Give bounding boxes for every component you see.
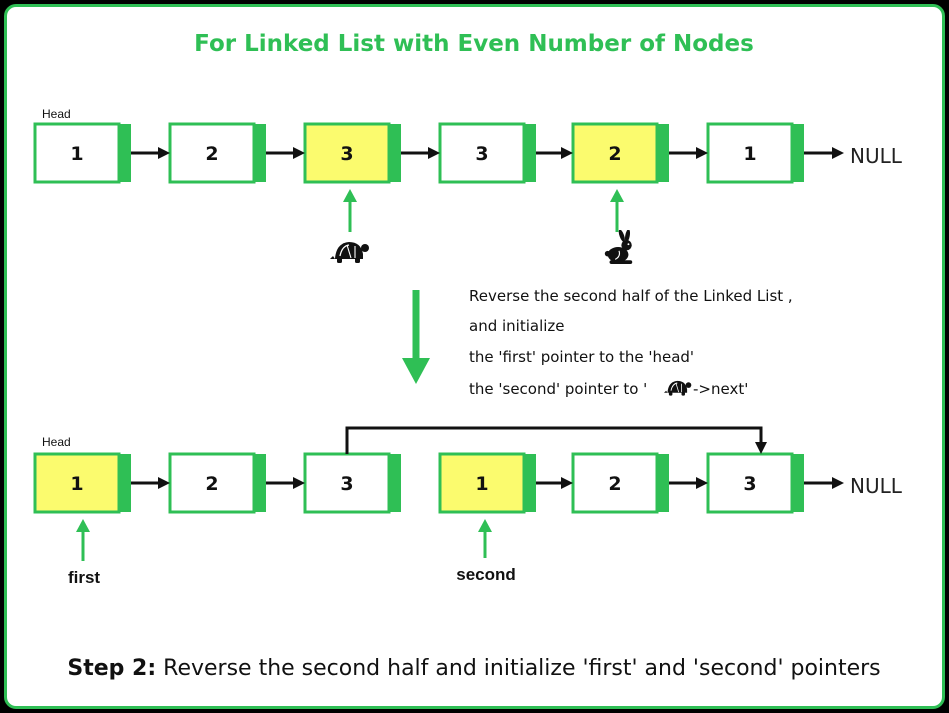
top-null-label: NULL: [850, 144, 903, 168]
top-node-1-value: 1: [70, 143, 83, 165]
top-node-6-value: 1: [743, 143, 756, 165]
first-pointer-label: first: [68, 568, 100, 587]
instruction-line-2: and initialize: [469, 317, 565, 335]
top-pointer-arrows: [343, 189, 624, 232]
top-node-2: 2: [168, 122, 266, 184]
instruction-line-3: the 'first' pointer to the 'head': [469, 348, 694, 366]
head-label-top: Head: [42, 107, 71, 121]
top-node-4-value: 3: [475, 143, 488, 165]
bottom-node-3-value: 3: [340, 473, 353, 495]
bottom-node-5: 2: [571, 452, 669, 514]
top-node-6: 1: [706, 122, 804, 184]
bottom-node-4-value: 1: [475, 473, 488, 495]
instruction-line-1: Reverse the second half of the Linked Li…: [469, 287, 793, 305]
diagram-frame: [4, 4, 945, 709]
top-node-2-value: 2: [205, 143, 218, 165]
second-pointer-label: second: [456, 565, 516, 584]
diagram-title: For Linked List with Even Number of Node…: [194, 31, 754, 57]
top-node-5-value: 2: [608, 143, 621, 165]
head-label-bottom: Head: [42, 435, 71, 449]
bottom-node-1-value: 1: [70, 473, 83, 495]
bottom-node-6-value: 3: [743, 473, 756, 495]
bottom-node-2: 2: [168, 452, 266, 514]
bottom-pointer-arrows: [76, 519, 492, 561]
bottom-node-2-value: 2: [205, 473, 218, 495]
bottom-link-arrows: [131, 477, 844, 489]
bottom-node-4: 1: [438, 452, 536, 514]
top-node-3: 3: [303, 122, 401, 184]
top-node-1: 1: [33, 122, 131, 184]
rabbit-icon: [604, 230, 633, 265]
step-caption-text: Reverse the second half and initialize '…: [156, 656, 880, 681]
down-arrow-icon: [402, 290, 430, 384]
bottom-node-3: 3: [303, 452, 401, 514]
instruction-line-4-prefix: the 'second' pointer to ': [469, 380, 647, 398]
top-link-arrows: [131, 147, 844, 159]
bottom-list: 1 2 3 1 2 3: [33, 452, 804, 514]
step-caption: Step 2: Reverse the second half and init…: [67, 656, 880, 681]
instruction-line-4-suffix: ->next': [693, 380, 748, 398]
bottom-node-6: 3: [706, 452, 804, 514]
step-caption-bold: Step 2:: [67, 656, 156, 681]
bottom-node-1: 1: [33, 452, 131, 514]
turtle-icon: [330, 241, 370, 264]
bottom-node-5-value: 2: [608, 473, 621, 495]
top-node-3-value: 3: [340, 143, 353, 165]
top-node-5: 2: [571, 122, 669, 184]
connector-arrow: [345, 426, 767, 454]
turtle-icon: [664, 380, 692, 397]
top-node-4: 3: [438, 122, 536, 184]
bottom-null-label: NULL: [850, 474, 903, 498]
